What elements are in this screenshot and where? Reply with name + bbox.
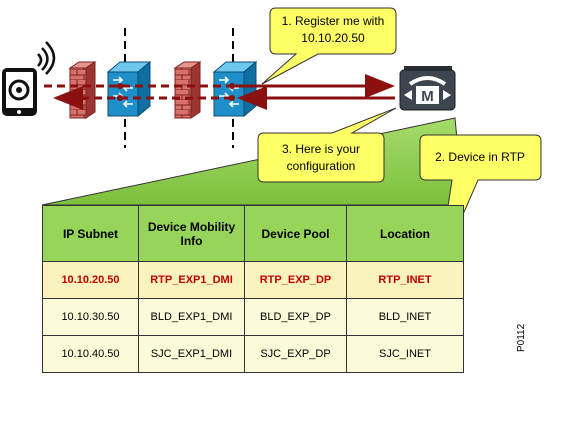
switch-icon [212,60,258,118]
cell-location: BLD_INET [346,298,464,336]
cell-device-pool: RTP_EXP_DP [244,261,347,299]
cell-device-pool: BLD_EXP_DP [244,298,347,336]
switch-icon [106,60,152,118]
header-device-pool: Device Pool [244,205,347,262]
cell-ip-subnet: 10.10.20.50 [42,261,139,299]
cell-device-mobility-info: SJC_EXP1_DMI [138,335,245,373]
header-device-mobility-info: Device Mobility Info [138,205,245,262]
cell-ip-subnet: 10.10.40.50 [42,335,139,373]
table-row: 10.10.30.50 BLD_EXP1_DMI BLD_EXP_DP BLD_… [42,298,464,336]
table-row: 10.10.20.50 RTP_EXP1_DMI RTP_EXP_DP RTP_… [42,261,464,299]
cell-ip-subnet: 10.10.30.50 [42,298,139,336]
call-manager-icon: M [399,66,456,111]
cell-device-mobility-info: BLD_EXP1_DMI [138,298,245,336]
callout-configuration-line1: 3. Here is your [282,142,360,156]
svg-text:M: M [421,88,434,105]
table-header-row: IP Subnet Device Mobility Info Device Po… [42,205,464,262]
callout-device-in-rtp-text: 2. Device in RTP [435,150,525,164]
cell-location: SJC_INET [346,335,464,373]
firewall-icon [68,61,97,119]
cell-device-pool: SJC_EXP_DP [244,335,347,373]
header-ip-subnet: IP Subnet [42,205,139,262]
table-row: 10.10.40.50 SJC_EXP1_DMI SJC_EXP_DP SJC_… [42,335,464,373]
callout-configuration: 3. Here is your configuration [257,107,397,183]
callout-register: 1. Register me with 10.10.20.50 [261,7,397,85]
table-backdrop [41,117,464,206]
callout-register-line2: 10.10.20.50 [301,31,365,45]
device-mobility-table: IP Subnet Device Mobility Info Device Po… [42,205,464,373]
firewall-icon [173,61,202,119]
callout-register-line1: 1. Register me with [282,14,385,28]
figure-id: P0112 [516,323,527,352]
cell-location: RTP_INET [346,261,464,299]
tablet-icon [2,41,56,116]
header-location: Location [346,205,464,262]
callout-configuration-line2: configuration [287,159,356,173]
cell-device-mobility-info: RTP_EXP1_DMI [138,261,245,299]
